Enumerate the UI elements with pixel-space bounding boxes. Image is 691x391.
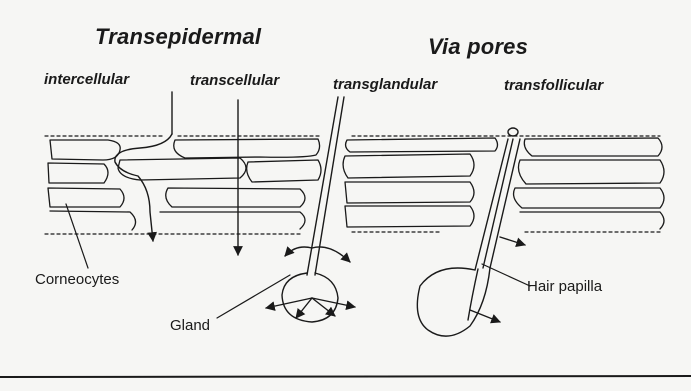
route-label-transglandular: transglandular bbox=[333, 77, 437, 92]
heading-transepidermal: Transepidermal bbox=[95, 26, 261, 48]
route-label-transcellular: transcellular bbox=[190, 73, 279, 88]
intercellular-path bbox=[115, 92, 172, 241]
label-hair-papilla: Hair papilla bbox=[527, 279, 602, 294]
label-gland: Gland bbox=[170, 318, 210, 333]
route-label-intercellular: intercellular bbox=[44, 72, 129, 87]
heading-via-pores: Via pores bbox=[428, 36, 528, 58]
bottom-rule bbox=[0, 376, 691, 377]
label-corneocytes: Corneocytes bbox=[35, 272, 119, 287]
sweat-gland bbox=[282, 97, 344, 322]
route-label-transfollicular: transfollicular bbox=[504, 78, 603, 93]
corneocyte-cells bbox=[48, 138, 664, 230]
stratum-corneum-borders bbox=[45, 136, 662, 234]
